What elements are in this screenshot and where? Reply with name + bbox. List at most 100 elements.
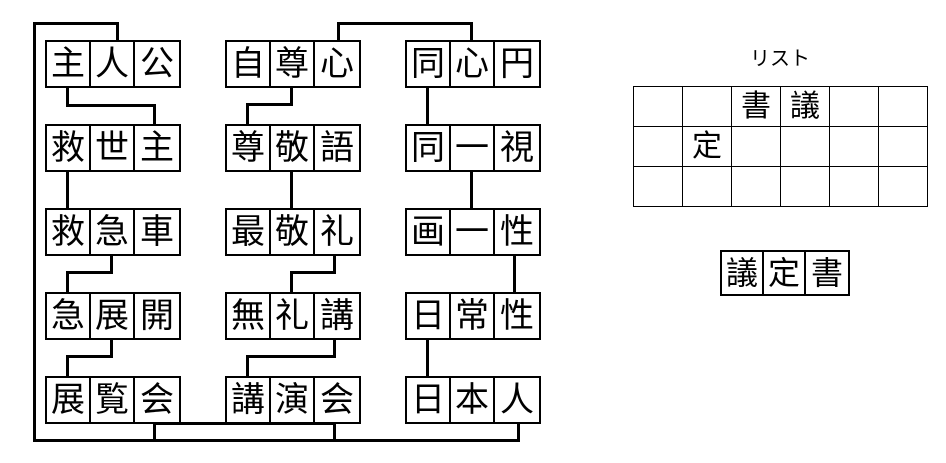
kanji-cell[interactable]: 最 bbox=[227, 210, 271, 254]
connector-outer-left-vertical bbox=[33, 22, 36, 442]
kanji-cell[interactable]: 日 bbox=[407, 378, 451, 422]
answer-box[interactable]: 議 定 書 bbox=[720, 250, 850, 296]
kanji-cell[interactable]: 敬 bbox=[271, 126, 315, 170]
kanji-cell[interactable]: 同 bbox=[407, 42, 451, 86]
list-cell[interactable] bbox=[830, 87, 879, 127]
connector-c1-w5-bottom-down bbox=[153, 422, 156, 439]
connector-bottom-rail-horizontal bbox=[33, 439, 520, 442]
list-cell[interactable] bbox=[683, 167, 732, 207]
connector-bottom-rail-to-nihonjin bbox=[517, 412, 520, 442]
kanji-cell[interactable]: 画 bbox=[407, 210, 451, 254]
word-box-bureikou[interactable]: 無 礼 講 bbox=[225, 292, 361, 340]
kanji-cell[interactable]: 心 bbox=[320, 44, 354, 84]
list-cell[interactable] bbox=[634, 87, 683, 127]
kanji-cell[interactable]: 円 bbox=[500, 44, 534, 84]
list-cell[interactable]: 書 bbox=[732, 87, 781, 127]
kanji-cell[interactable]: 主 bbox=[47, 42, 91, 86]
list-cell[interactable] bbox=[781, 167, 830, 207]
list-cell[interactable] bbox=[634, 127, 683, 167]
list-cell[interactable] bbox=[781, 127, 830, 167]
kanji-cell[interactable]: 自 bbox=[227, 42, 271, 86]
kanji-cell[interactable]: 人 bbox=[500, 380, 534, 420]
kanji-cell[interactable]: 講 bbox=[320, 296, 354, 336]
word-box-kouenkai[interactable]: 講 演 会 bbox=[225, 376, 361, 424]
kanji-cell[interactable]: 展 bbox=[47, 378, 91, 422]
list-cell[interactable] bbox=[830, 167, 879, 207]
list-cell[interactable] bbox=[634, 167, 683, 207]
connector-c1-w1-across bbox=[66, 104, 156, 107]
kanji-cell[interactable]: 会 bbox=[320, 380, 354, 420]
kanji-cell[interactable]: 急 bbox=[47, 294, 91, 338]
word-box-sonkeigo[interactable]: 尊 敬 語 bbox=[225, 124, 361, 172]
word-box-nihonjin[interactable]: 日 本 人 bbox=[405, 376, 541, 424]
connector-c2-w7-up bbox=[246, 103, 249, 126]
list-cell[interactable] bbox=[879, 127, 928, 167]
connector-c3-w14-to-w15 bbox=[426, 338, 429, 378]
connector-c1-w4-across bbox=[66, 355, 113, 358]
kanji-cell[interactable]: 一 bbox=[451, 210, 495, 254]
kanji-cell[interactable]: 無 bbox=[227, 294, 271, 338]
list-cell[interactable] bbox=[683, 87, 732, 127]
list-cell[interactable] bbox=[879, 167, 928, 207]
kanji-cell[interactable]: 性 bbox=[500, 212, 534, 252]
kanji-cell[interactable]: 日 bbox=[407, 294, 451, 338]
list-cell[interactable]: 定 bbox=[683, 127, 732, 167]
list-cell[interactable] bbox=[732, 167, 781, 207]
word-box-saikeirei[interactable]: 最 敬 礼 bbox=[225, 208, 361, 256]
kanji-cell[interactable]: 心 bbox=[451, 42, 495, 86]
list-cell[interactable] bbox=[830, 127, 879, 167]
answer-cell[interactable]: 定 bbox=[764, 252, 806, 294]
word-box-kyuuseishu[interactable]: 救 世 主 bbox=[45, 124, 181, 172]
answer-cell[interactable]: 議 bbox=[722, 252, 764, 294]
word-box-jisonshin[interactable]: 自 尊 心 bbox=[225, 40, 361, 88]
kanji-cell[interactable]: 急 bbox=[91, 210, 135, 254]
kanji-cell[interactable]: 演 bbox=[271, 378, 315, 422]
kanji-cell[interactable]: 礼 bbox=[320, 212, 354, 252]
connector-c2-w9-down bbox=[333, 338, 336, 357]
kanji-cell[interactable]: 救 bbox=[47, 210, 91, 254]
kanji-cell[interactable]: 主 bbox=[140, 128, 174, 168]
kanji-cell[interactable]: 開 bbox=[140, 296, 174, 336]
kanji-cell[interactable]: 展 bbox=[91, 294, 135, 338]
kanji-cell[interactable]: 公 bbox=[140, 44, 174, 84]
connector-c2-w6-top-up bbox=[337, 22, 340, 42]
word-box-shujinkou[interactable]: 主 人 公 bbox=[45, 40, 181, 88]
list-cell[interactable]: 議 bbox=[781, 87, 830, 127]
word-box-douitsushi[interactable]: 同 一 視 bbox=[405, 124, 541, 172]
kanji-cell[interactable]: 覧 bbox=[91, 378, 135, 422]
list-grid[interactable]: 書 議 定 bbox=[633, 86, 928, 207]
kanji-cell[interactable]: 敬 bbox=[271, 210, 315, 254]
connector-c1-w4-down bbox=[110, 338, 113, 357]
connector-c1-w5-up bbox=[66, 355, 69, 377]
word-box-kakuitsusei[interactable]: 画 一 性 bbox=[405, 208, 541, 256]
kanji-cell[interactable]: 性 bbox=[500, 296, 534, 336]
word-box-doushinen[interactable]: 同 心 円 bbox=[405, 40, 541, 88]
list-cell[interactable] bbox=[879, 87, 928, 127]
list-cell[interactable] bbox=[732, 127, 781, 167]
kanji-cell[interactable]: 世 bbox=[91, 126, 135, 170]
kanji-cell[interactable]: 救 bbox=[47, 126, 91, 170]
kanji-cell[interactable]: 同 bbox=[407, 126, 451, 170]
kanji-cell[interactable]: 本 bbox=[451, 378, 495, 422]
word-box-tenrankai[interactable]: 展 覧 会 bbox=[45, 376, 181, 424]
word-box-nichijousei[interactable]: 日 常 性 bbox=[405, 292, 541, 340]
kanji-cell[interactable]: 常 bbox=[451, 294, 495, 338]
kanji-cell[interactable]: 講 bbox=[227, 378, 271, 422]
kanji-cell[interactable]: 車 bbox=[140, 212, 174, 252]
kanji-cell[interactable]: 人 bbox=[91, 42, 135, 86]
connector-c2-w7-to-w8 bbox=[290, 170, 293, 210]
connector-c3-w12-to-w13 bbox=[470, 170, 473, 210]
kanji-cell[interactable]: 視 bbox=[500, 128, 534, 168]
word-box-kyuutenkai[interactable]: 急 展 開 bbox=[45, 292, 181, 340]
kanji-cell[interactable]: 礼 bbox=[271, 294, 315, 338]
answer-cell[interactable]: 書 bbox=[810, 254, 843, 292]
kanji-cell[interactable]: 一 bbox=[451, 126, 495, 170]
word-box-kyuukyuusha[interactable]: 救 急 車 bbox=[45, 208, 181, 256]
kanji-cell[interactable]: 尊 bbox=[227, 126, 271, 170]
connector-top-left-horizontal bbox=[33, 22, 119, 25]
connector-c2-w10-up bbox=[246, 355, 249, 377]
kanji-cell[interactable]: 語 bbox=[320, 128, 354, 168]
kanji-cell[interactable]: 会 bbox=[140, 380, 174, 420]
kanji-cell[interactable]: 尊 bbox=[271, 42, 315, 86]
